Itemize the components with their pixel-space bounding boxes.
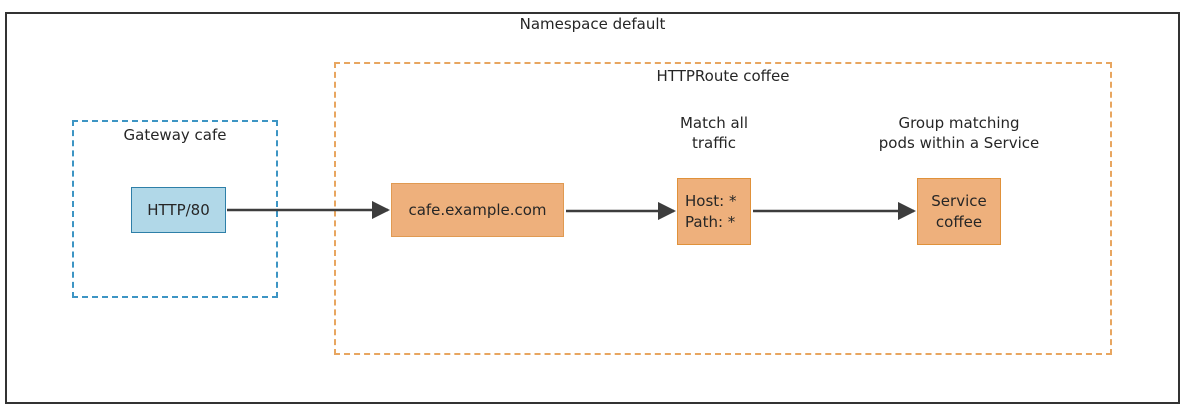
node-service-kind: Service [931,191,987,210]
caption-match-all-traffic: Match all traffic [634,113,794,153]
node-match-path: Path: * [685,212,736,231]
node-hostname-label: cafe.example.com [408,200,547,219]
node-hostname[interactable]: cafe.example.com [391,183,564,237]
node-match-host: Host: * [685,191,737,210]
namespace-label: Namespace default [519,15,666,33]
caption-match-line-2: traffic [692,134,736,152]
httproute-container [334,62,1112,355]
node-service-name: coffee [935,212,983,231]
node-match-rule[interactable]: Host: * Path: * [677,178,751,245]
node-http-listener[interactable]: HTTP/80 [131,187,226,233]
httproute-label: HTTPRoute coffee [656,67,790,85]
node-service[interactable]: Service coffee [917,178,1001,245]
caption-service-group: Group matching pods within a Service [849,113,1069,153]
gateway-label: Gateway cafe [123,126,227,144]
node-http-listener-label: HTTP/80 [147,200,210,219]
caption-match-line-1: Match all [679,114,749,132]
caption-service-line-1: Group matching [898,114,1020,132]
caption-service-line-2: pods within a Service [878,134,1040,152]
